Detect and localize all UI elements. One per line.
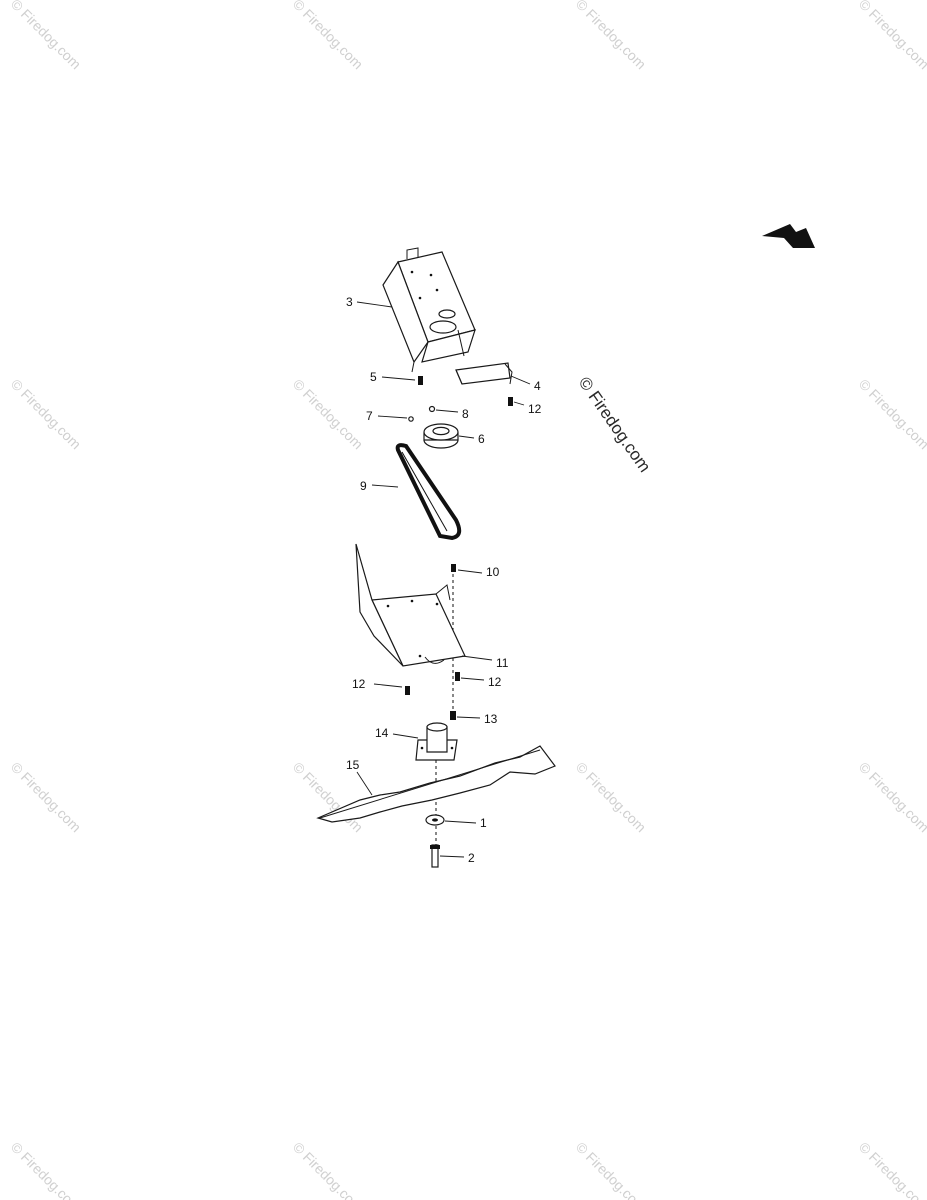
callout-15: 15 — [346, 758, 360, 772]
callout-12-left: 12 — [352, 677, 366, 691]
part-12-bolt-right — [455, 672, 460, 681]
callout-1: 1 — [480, 816, 487, 830]
watermark: © Firedog.com — [573, 1139, 649, 1200]
callout-4: 4 — [534, 379, 541, 393]
callout-11: 11 — [496, 656, 509, 670]
part-10-bolt — [451, 564, 456, 572]
watermark: © Firedog.com — [290, 0, 366, 72]
callout-9: 9 — [360, 479, 367, 493]
part-12-bolt-left — [405, 686, 410, 695]
callout-5: 5 — [370, 370, 377, 384]
callout-13: 13 — [484, 712, 498, 726]
watermark: © Firedog.com — [856, 759, 927, 835]
watermark: © Firedog.com — [8, 759, 84, 835]
watermark: © Firedog.com — [573, 0, 649, 72]
callout-10: 10 — [486, 565, 500, 579]
watermark: © Firedog.com — [290, 376, 366, 452]
callout-12-upper: 12 — [528, 402, 542, 416]
part-11-lower-plate — [355, 543, 466, 667]
watermark-layer: © Firedog.com © Firedog.com © Firedog.co… — [8, 0, 927, 1200]
part-3-upper-bracket — [382, 247, 476, 373]
watermark-prominent: © Firedog.com — [575, 373, 655, 475]
part-12-bolt-upper — [508, 397, 513, 406]
part-7-key — [408, 416, 414, 422]
watermark: © Firedog.com — [856, 0, 927, 72]
watermark: © Firedog.com — [8, 0, 84, 72]
callout-3: 3 — [346, 295, 353, 309]
watermark: © Firedog.com — [290, 1139, 366, 1200]
part-13-bolt — [450, 711, 456, 720]
part-15-blade — [316, 745, 556, 823]
part-6-pulley — [423, 423, 459, 449]
part-4-bracket — [455, 362, 513, 385]
part-8-screw — [428, 405, 436, 413]
callout-7: 7 — [366, 409, 373, 423]
callout-6: 6 — [478, 432, 485, 446]
watermark: © Firedog.com — [8, 376, 84, 452]
watermark: © Firedog.com — [856, 1139, 927, 1200]
part-9-belt — [395, 443, 462, 541]
part-2-bolt — [430, 844, 440, 868]
watermark: © Firedog.com — [573, 759, 649, 835]
part-14-spindle-housing — [415, 722, 458, 761]
part-1-washer — [425, 814, 445, 826]
watermark: © Firedog.com — [856, 376, 927, 452]
watermark: © Firedog.com — [8, 1139, 84, 1200]
callout-14: 14 — [375, 726, 389, 740]
callout-8: 8 — [462, 407, 469, 421]
callout-2: 2 — [468, 851, 475, 865]
callout-12-right: 12 — [488, 675, 502, 689]
direction-arrow-icon — [762, 224, 815, 248]
part-5-bolt — [418, 376, 423, 385]
